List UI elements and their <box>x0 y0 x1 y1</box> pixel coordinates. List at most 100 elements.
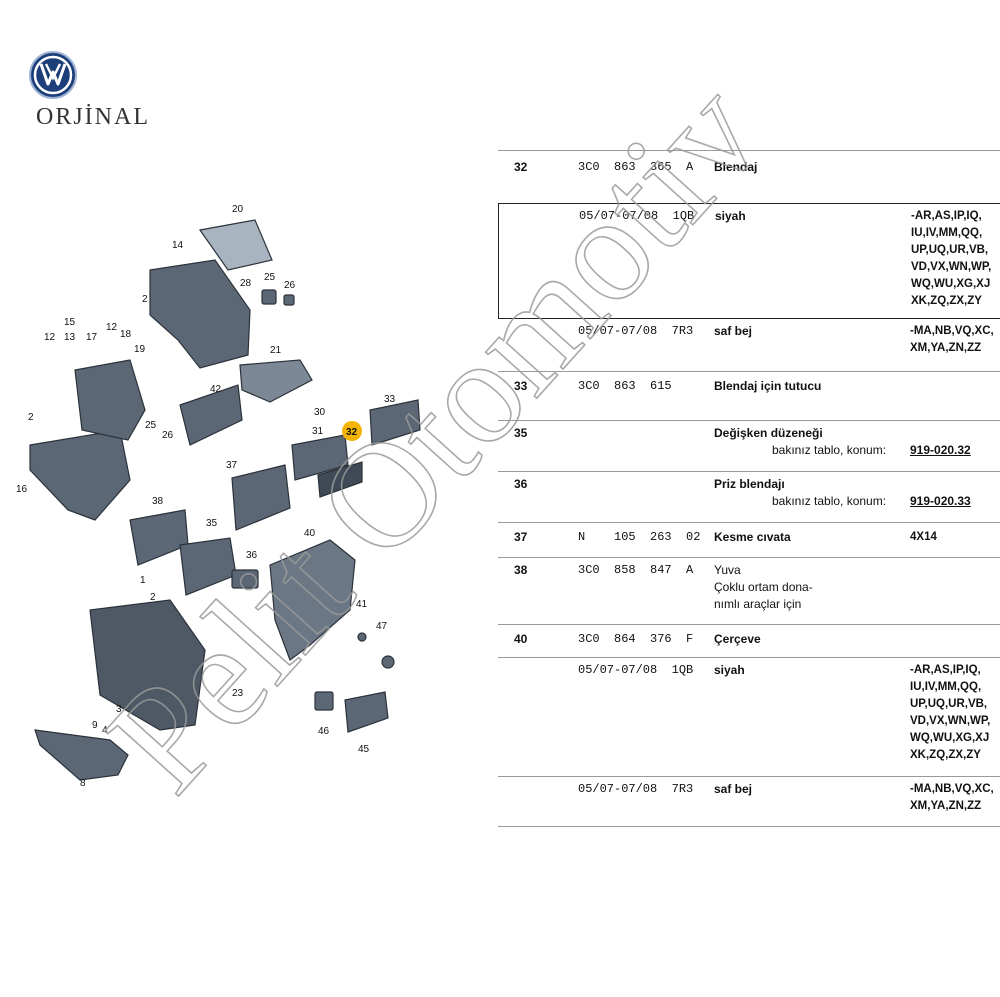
table-row: 33 3C0 863 615 Blendaj için tutucu <box>498 371 1000 420</box>
part-reference-link[interactable]: 919-020.33 <box>910 494 971 508</box>
svg-text:13: 13 <box>64 332 76 343</box>
part-variant: -AR,AS,IP,IQ, IU,IV,MM,QQ, UP,UQ,UR,VB, … <box>910 664 991 761</box>
part-subnote: bakınız tablo, konum: <box>772 494 887 508</box>
part-code: 3C0 858 847 A <box>578 563 694 577</box>
part-38 <box>129 509 189 566</box>
part-33 <box>369 399 421 446</box>
svg-text:21: 21 <box>270 345 282 356</box>
svg-text:19: 19 <box>134 344 146 355</box>
svg-text:16: 16 <box>16 484 28 495</box>
part-15 <box>29 429 131 521</box>
svg-text:4: 4 <box>102 725 108 736</box>
part-code: 05/07-07/08 1QB <box>578 663 694 677</box>
part-variant: -MA,NB,VQ,XC, XM,YA,ZN,ZZ <box>910 325 994 354</box>
svg-text:33: 33 <box>384 394 396 405</box>
part-reference-link[interactable]: 919-020.32 <box>910 443 971 457</box>
part-code: 05/07-07/08 7R3 <box>578 782 694 796</box>
svg-text:25: 25 <box>264 272 276 283</box>
table-row: 36 Priz blendajı bakınız tablo, konum: 9… <box>498 471 1000 522</box>
part-21 <box>239 359 313 403</box>
part-17 <box>74 359 146 441</box>
part-variant: -MA,NB,VQ,XC, XM,YA,ZN,ZZ <box>910 783 994 812</box>
part-26 <box>283 294 295 306</box>
part-code: 05/07-07/08 7R3 <box>578 324 694 338</box>
table-row: 40 3C0 864 376 F Çerçeve <box>498 624 1000 657</box>
part-25 <box>261 289 277 305</box>
part-40 <box>269 539 356 661</box>
svg-text:41: 41 <box>356 599 368 610</box>
table-row: 05/07-07/08 1QB siyah -AR,AS,IP,IQ, IU,I… <box>498 203 1000 319</box>
svg-text:26: 26 <box>284 280 296 291</box>
svg-text:37: 37 <box>226 460 238 471</box>
svg-text:23: 23 <box>232 688 244 699</box>
part-variant: -AR,AS,IP,IQ, IU,IV,MM,QQ, UP,UQ,UR,VB, … <box>911 210 992 307</box>
part-number: 40 <box>514 632 528 646</box>
svg-text:2: 2 <box>28 412 34 423</box>
svg-text:15: 15 <box>64 317 76 328</box>
table-row: 38 3C0 858 847 A Yuva Çoklu ortam dona- … <box>498 557 1000 624</box>
brand-label: ORJİNAL <box>36 104 150 130</box>
svg-text:1: 1 <box>140 575 146 586</box>
part-description: siyah <box>714 663 745 677</box>
svg-text:36: 36 <box>246 550 258 561</box>
part-1 <box>89 599 206 731</box>
part-20 <box>198 219 273 271</box>
part-46 <box>314 691 334 711</box>
part-description: saf bej <box>714 324 753 338</box>
svg-text:31: 31 <box>312 426 324 437</box>
svg-text:46: 46 <box>318 726 330 737</box>
svg-text:20: 20 <box>232 204 244 215</box>
svg-text:35: 35 <box>206 518 218 529</box>
part-35 <box>179 537 237 596</box>
part-number: 32 <box>514 160 528 174</box>
svg-text:28: 28 <box>240 278 252 289</box>
svg-text:47: 47 <box>376 621 388 632</box>
part-47 <box>381 655 395 669</box>
svg-text:45: 45 <box>358 744 370 755</box>
svg-text:25: 25 <box>145 420 157 431</box>
part-number: 37 <box>514 530 528 544</box>
table-row: 05/07-07/08 7R3 saf bej -MA,NB,VQ,XC, XM… <box>498 776 1000 827</box>
table-row: 35 Değişken düzeneği bakınız tablo, konu… <box>498 420 1000 471</box>
vw-logo <box>29 51 77 99</box>
svg-text:26: 26 <box>162 430 174 441</box>
table-row: 37 N 105 263 02 Kesme cıvata 4X14 <box>498 522 1000 557</box>
part-code: 3C0 863 615 <box>578 379 672 393</box>
svg-text:32: 32 <box>346 427 358 438</box>
svg-text:18: 18 <box>120 329 132 340</box>
svg-text:14: 14 <box>172 240 184 251</box>
table-row: 32 3C0 863 365 A Blendaj <box>498 150 1000 203</box>
svg-text:2: 2 <box>142 294 148 305</box>
part-subnote: bakınız tablo, konum: <box>772 443 887 457</box>
table-row: 05/07-07/08 7R3 saf bej -MA,NB,VQ,XC, XM… <box>498 319 1000 371</box>
svg-text:12: 12 <box>44 332 56 343</box>
part-description: Blendaj <box>714 160 758 174</box>
table-row: 05/07-07/08 1QB siyah -AR,AS,IP,IQ, IU,I… <box>498 657 1000 776</box>
svg-text:2: 2 <box>150 592 156 603</box>
table-cut-edge <box>498 826 1000 833</box>
part-14 <box>149 259 251 369</box>
svg-text:30: 30 <box>314 407 326 418</box>
part-30 <box>231 464 291 531</box>
part-code: 05/07-07/08 1QB <box>579 209 695 223</box>
parts-table: 32 3C0 863 365 A Blendaj 05/07-07/08 1QB… <box>498 150 1000 827</box>
svg-text:3: 3 <box>116 704 122 715</box>
svg-text:40: 40 <box>304 528 316 539</box>
part-number: 36 <box>514 477 528 491</box>
svg-text:8: 8 <box>80 778 86 789</box>
part-number: 33 <box>514 379 528 393</box>
svg-text:12: 12 <box>106 322 118 333</box>
svg-text:17: 17 <box>86 332 98 343</box>
part-42 <box>179 384 243 446</box>
part-8 <box>34 729 129 781</box>
part-description: Priz blendajı <box>714 477 785 491</box>
part-36 <box>231 569 259 589</box>
part-number: 38 <box>514 563 528 577</box>
part-description: Kesme cıvata <box>714 530 791 544</box>
part-description: Blendaj için tutucu <box>714 379 822 393</box>
part-code: N 105 263 02 <box>578 530 701 544</box>
part-variant: 4X14 <box>910 531 937 543</box>
part-45 <box>344 691 389 733</box>
part-32 <box>317 461 363 498</box>
